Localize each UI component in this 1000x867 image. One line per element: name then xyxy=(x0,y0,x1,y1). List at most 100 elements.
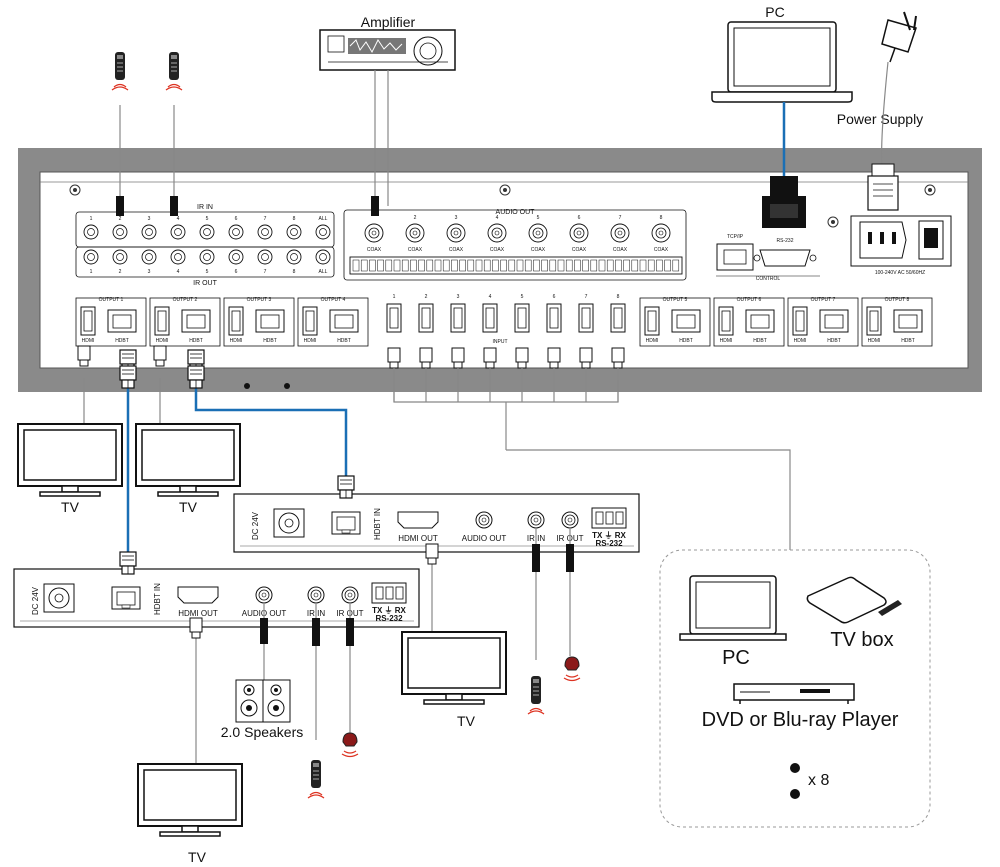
ir-remote-2 xyxy=(165,51,183,91)
ir-out-jack[interactable] xyxy=(199,249,215,265)
tv-label-4: TV xyxy=(188,849,207,865)
hdmi-output-port[interactable] xyxy=(302,306,318,336)
rs232-port[interactable] xyxy=(759,249,811,267)
ir-out-jack[interactable] xyxy=(257,249,273,265)
ir-in-jack[interactable] xyxy=(257,224,273,240)
ir-out-number: 8 xyxy=(293,269,296,275)
hdbt-output-port[interactable] xyxy=(329,309,359,333)
ext1-hdbt-port[interactable] xyxy=(111,586,141,610)
ext2-audio-out-jack[interactable] xyxy=(475,511,493,529)
hdmi-plug-out2 xyxy=(153,345,167,367)
rs232-label: RS-232 xyxy=(777,238,794,244)
ir-out-number: 4 xyxy=(177,269,180,275)
audio-out-number: 4 xyxy=(496,215,499,221)
source-pc-label: PC xyxy=(722,647,750,669)
coax-jack[interactable] xyxy=(610,223,630,243)
hdmi-input-port[interactable] xyxy=(578,303,594,333)
ir-out-jack[interactable] xyxy=(83,249,99,265)
audio-out-number: 5 xyxy=(537,215,540,221)
ext1-ir-out-jack[interactable] xyxy=(341,586,359,604)
hdbt-output-port[interactable] xyxy=(255,309,285,333)
ir-in-jack[interactable] xyxy=(315,224,331,240)
hdmi-output-port[interactable] xyxy=(718,306,734,336)
ir-out-number: 2 xyxy=(119,269,122,275)
hdbt-output-port[interactable] xyxy=(893,309,923,333)
ext1-ir-eye xyxy=(341,732,359,758)
ir-in-jack[interactable] xyxy=(141,224,157,240)
hdbt-output-port[interactable] xyxy=(107,309,137,333)
coax-jack[interactable] xyxy=(528,223,548,243)
hdmi-port-label: HDMI xyxy=(304,338,317,344)
rs232-cable-plug xyxy=(762,176,806,228)
hdmi-output-port[interactable] xyxy=(154,306,170,336)
audio-out-label: AUDIO OUT xyxy=(496,209,536,216)
hdmi-output-port[interactable] xyxy=(644,306,660,336)
coax-jack[interactable] xyxy=(651,223,671,243)
ext2-hdbt-port[interactable] xyxy=(331,511,361,535)
hdmi-input-port[interactable] xyxy=(610,303,626,333)
hdbt-extender-1: DC 24V HDBT IN HDMI OUT AUDIO OUT IR IN … xyxy=(13,568,420,628)
ir-out-jack[interactable] xyxy=(315,249,331,265)
hdmi-input-port[interactable] xyxy=(514,303,530,333)
output-label: OUTPUT 2 xyxy=(173,297,198,303)
ext2-ir-in-jack[interactable] xyxy=(527,511,545,529)
ext2-ir-out-jack[interactable] xyxy=(561,511,579,529)
hdmi-input-port[interactable] xyxy=(386,303,402,333)
ext1-ir-in-jack[interactable] xyxy=(307,586,325,604)
hdmi-input-port[interactable] xyxy=(546,303,562,333)
coax-jack[interactable] xyxy=(364,223,384,243)
ir-in-jack[interactable] xyxy=(286,224,302,240)
hdbt-port-label: HDBT xyxy=(189,338,203,344)
input-number: 8 xyxy=(617,294,620,300)
ir-out-jack[interactable] xyxy=(286,249,302,265)
ext1-hdbt-plug xyxy=(119,551,137,575)
ir-out-number: ALL xyxy=(319,269,328,275)
hdmi-output-port[interactable] xyxy=(228,306,244,336)
hdbt-output-port[interactable] xyxy=(745,309,775,333)
input-hdmi-plug xyxy=(419,347,433,369)
coax-jack[interactable] xyxy=(446,223,466,243)
tv-extender2 xyxy=(401,631,507,705)
input-number: 5 xyxy=(521,294,524,300)
ir-in-number: 3 xyxy=(148,216,151,222)
ir-out-number: 1 xyxy=(90,269,93,275)
hdbt-output-port[interactable] xyxy=(671,309,701,333)
ir-in-label: IR IN xyxy=(197,204,213,211)
ir-out-jack[interactable] xyxy=(141,249,157,265)
hdmi-input-port[interactable] xyxy=(482,303,498,333)
ir-in-jack[interactable] xyxy=(83,224,99,240)
ext1-hdmi-out-label: HDMI OUT xyxy=(178,609,218,618)
hdmi-output-port[interactable] xyxy=(792,306,808,336)
hdmi-output-port[interactable] xyxy=(866,306,882,336)
coax-jack[interactable] xyxy=(405,223,425,243)
ir-in-jack[interactable] xyxy=(112,224,128,240)
output-label: OUTPUT 7 xyxy=(811,297,836,303)
coax-jack[interactable] xyxy=(487,223,507,243)
ext1-hdmi-out-port[interactable] xyxy=(177,586,219,604)
ir-out-jack[interactable] xyxy=(170,249,186,265)
hdmi-output-port[interactable] xyxy=(80,306,96,336)
hdbt-output-port[interactable] xyxy=(181,309,211,333)
ir-in-jack[interactable] xyxy=(170,224,186,240)
input-hdmi-plug xyxy=(483,347,497,369)
ir-in-jack[interactable] xyxy=(228,224,244,240)
source-dvd-label: DVD or Blu-ray Player xyxy=(702,709,899,731)
coax-jack[interactable] xyxy=(569,223,589,243)
tv-output1 xyxy=(17,423,123,497)
ext2-hdmi-out-port[interactable] xyxy=(397,511,439,529)
input-label: INPUT xyxy=(493,339,508,345)
hdmi-input-port[interactable] xyxy=(418,303,434,333)
ir-out-jack[interactable] xyxy=(112,249,128,265)
output-label: OUTPUT 4 xyxy=(321,297,346,303)
ir-in-jack[interactable] xyxy=(199,224,215,240)
ext1-audio-out-jack[interactable] xyxy=(255,586,273,604)
ir-out-jack[interactable] xyxy=(228,249,244,265)
hdmi-input-port[interactable] xyxy=(450,303,466,333)
speakers-2-0 xyxy=(235,679,291,723)
hdbt-output-port[interactable] xyxy=(819,309,849,333)
